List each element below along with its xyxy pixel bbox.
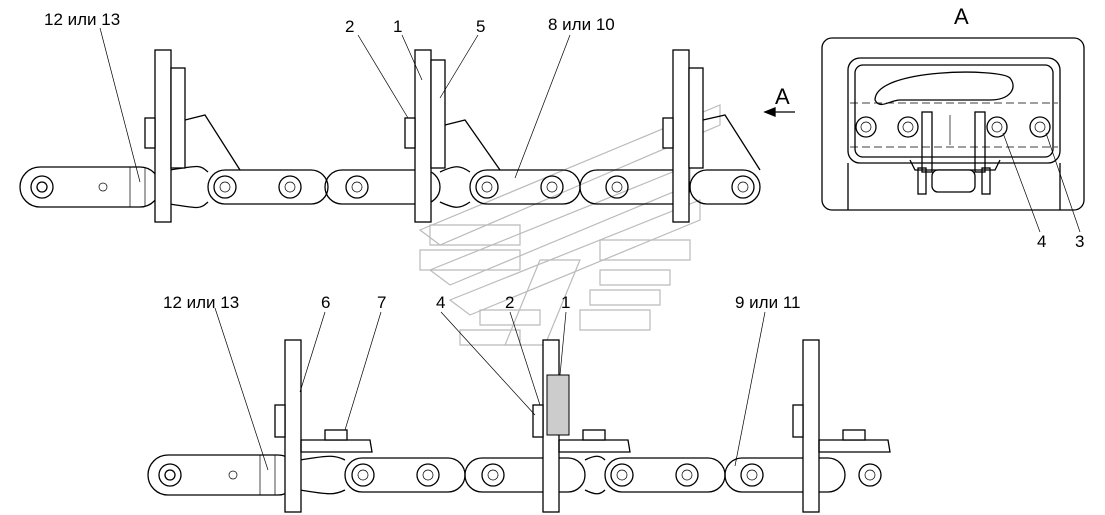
label-bottom-6: 6 — [321, 293, 331, 312]
label-bottom-12-13: 12 или 13 — [163, 293, 240, 312]
section-a-view — [821, 37, 1085, 233]
label-bottom-7: 7 — [377, 293, 387, 312]
label-top-2: 2 — [345, 17, 355, 36]
label-top-1: 1 — [393, 17, 403, 36]
label-top-8-10: 8 или 10 — [548, 15, 615, 34]
label-section-3: 3 — [1075, 232, 1085, 251]
bottom-leader-lines — [214, 307, 766, 471]
label-bottom-9-11: 9 или 11 — [735, 293, 801, 312]
label-bottom-4: 4 — [436, 293, 446, 312]
label-bottom-1: 1 — [561, 293, 571, 312]
top-leader-lines — [99, 27, 571, 183]
bottom-chain-view — [147, 339, 891, 513]
label-section-4: 4 — [1037, 232, 1047, 251]
label-top-12-13: 12 или 13 — [44, 10, 121, 29]
top-chain-view — [19, 49, 795, 223]
label-bottom-2: 2 — [505, 293, 515, 312]
label-section-arrow-a: А — [775, 84, 790, 109]
section-a-title: А — [954, 4, 969, 29]
label-top-5: 5 — [476, 17, 486, 36]
watermark-logo — [418, 104, 721, 346]
